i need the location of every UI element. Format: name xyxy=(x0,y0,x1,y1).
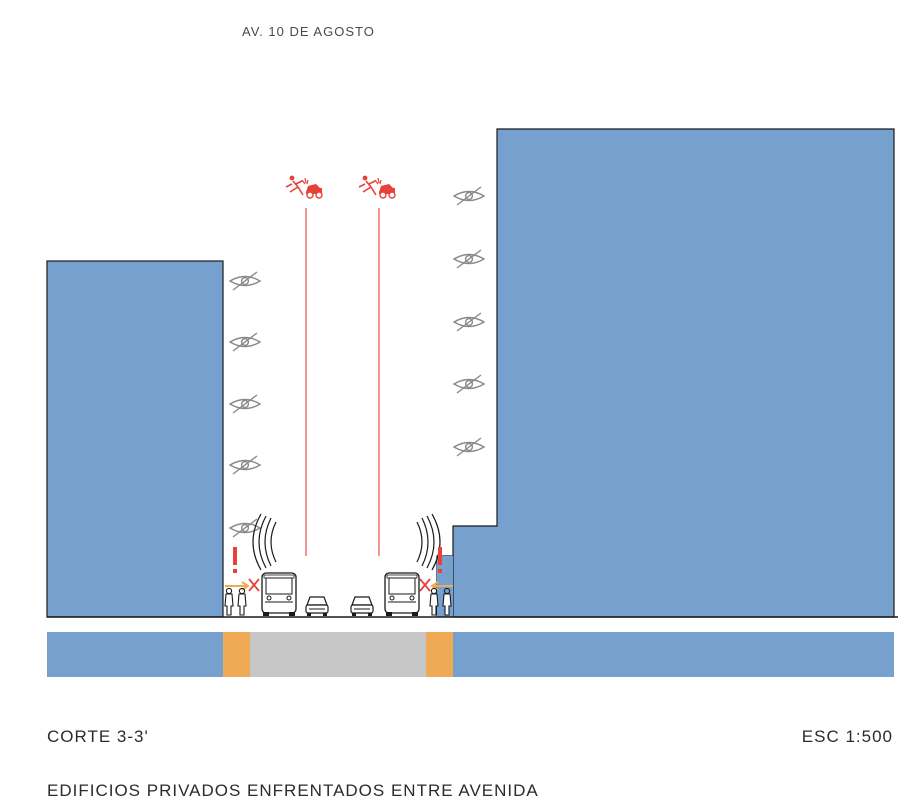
street-name-label: AV. 10 DE AGOSTO xyxy=(242,24,375,39)
eye-icon xyxy=(229,394,261,414)
plan-roadway xyxy=(250,632,426,677)
plan-left-building xyxy=(47,632,223,677)
eye-icon xyxy=(453,249,485,269)
noise-waves-icon xyxy=(252,513,277,571)
right-building xyxy=(452,128,895,618)
plan-right-building xyxy=(453,632,894,677)
car-icon xyxy=(305,596,329,617)
noise-waves-icon xyxy=(416,513,441,571)
pedestrian-icon xyxy=(224,587,234,616)
eye-icon xyxy=(229,271,261,291)
exclamation-icon xyxy=(438,547,442,573)
eye-icon xyxy=(453,374,485,394)
pedestrian-hit-by-car-icon xyxy=(358,174,396,199)
car-icon xyxy=(350,596,374,617)
pedestrian-icon xyxy=(237,587,247,616)
eye-icon xyxy=(453,437,485,457)
eye-icon xyxy=(453,186,485,206)
scale-label: ESC 1:500 xyxy=(801,727,893,746)
pedestrian-hit-by-car-icon xyxy=(285,174,323,199)
plan-right-sidewalk xyxy=(426,632,453,677)
plan-left-sidewalk xyxy=(223,632,250,677)
bus-icon xyxy=(261,572,297,617)
bus-icon xyxy=(384,572,420,617)
left-building xyxy=(46,260,224,618)
exclamation-icon xyxy=(233,547,237,573)
section-title: CORTE 3-3' xyxy=(47,727,149,746)
eye-icon xyxy=(229,455,261,475)
caption: EDIFICIOS PRIVADOS ENFRENTADOS ENTRE AVE… xyxy=(47,781,539,800)
eye-icon xyxy=(453,312,485,332)
street-section-drawing xyxy=(46,128,898,677)
eye-icon xyxy=(229,332,261,352)
